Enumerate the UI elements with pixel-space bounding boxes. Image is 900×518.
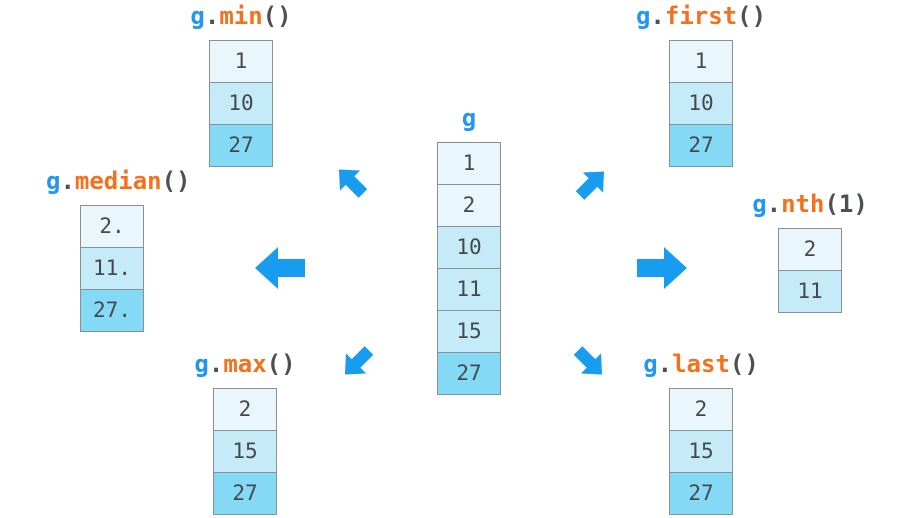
result-column-min: g.min() 1 10 27 <box>175 1 307 167</box>
method-name: first <box>664 2 738 30</box>
cell-value: 11 <box>779 270 841 312</box>
result-column-nth: g.nth(1) 2 11 <box>744 189 876 313</box>
cell-value: 15 <box>214 430 276 472</box>
label-dot: . <box>204 2 220 30</box>
label-dot: . <box>657 350 673 378</box>
arrow-up-right-icon <box>568 160 615 207</box>
source-label: g <box>403 103 535 133</box>
label-dot: . <box>766 190 782 218</box>
groupby-object-name: g <box>643 350 658 378</box>
groupby-object-name: g <box>46 167 61 195</box>
groupby-object-name: g <box>461 104 477 132</box>
cell-value: 27 <box>210 124 272 166</box>
cell-value: 27. <box>81 289 143 331</box>
result-series-cells: 2. 11. 27. <box>80 205 144 332</box>
source-column-g: g 1 2 10 11 15 27 <box>403 103 535 395</box>
cell-value: 10 <box>438 226 500 268</box>
result-column-max: g.max() 2 15 27 <box>179 349 311 515</box>
method-args: () <box>266 350 296 378</box>
cell-value: 15 <box>670 430 732 472</box>
groupby-object-name: g <box>190 2 205 30</box>
source-series-cells: 1 2 10 11 15 27 <box>437 142 501 395</box>
cell-value: 1 <box>210 41 272 82</box>
method-args: () <box>161 167 191 195</box>
method-name: nth <box>781 190 825 218</box>
groupby-object-name: g <box>194 350 209 378</box>
method-name: min <box>219 2 263 30</box>
cell-value: 15 <box>438 310 500 352</box>
result-column-first: g.first() 1 10 27 <box>635 1 767 167</box>
cell-value: 27 <box>670 124 732 166</box>
method-args: () <box>737 2 767 30</box>
method-label-first: g.first() <box>635 1 767 31</box>
result-series-cells: 1 10 27 <box>209 40 273 167</box>
arrow-down-right-icon <box>566 339 613 386</box>
cell-value: 2 <box>214 389 276 430</box>
arrow-up-left-icon <box>327 158 374 205</box>
cell-value: 2 <box>779 229 841 270</box>
cell-value: 2. <box>81 206 143 247</box>
cell-value: 27 <box>438 352 500 394</box>
cell-value: 1 <box>670 41 732 82</box>
method-label-median: g.median() <box>46 166 191 196</box>
cell-value: 1 <box>438 143 500 184</box>
method-label-min: g.min() <box>175 1 307 31</box>
method-label-nth: g.nth(1) <box>744 189 876 219</box>
cell-value: 2 <box>438 184 500 226</box>
method-args: () <box>262 2 292 30</box>
cell-value: 27 <box>214 472 276 514</box>
arrow-down-left-icon <box>333 339 380 386</box>
method-label-last: g.last() <box>635 349 767 379</box>
cell-value: 11 <box>438 268 500 310</box>
label-dot: . <box>60 167 75 195</box>
cell-value: 10 <box>670 82 732 124</box>
arrow-right-icon <box>637 244 687 292</box>
method-name: last <box>672 350 730 378</box>
method-args: (1) <box>824 190 868 218</box>
cell-value: 27 <box>670 472 732 514</box>
result-column-last: g.last() 2 15 27 <box>635 349 767 515</box>
result-column-median: g.median() 2. 11. 27. <box>46 166 191 332</box>
result-series-cells: 2 15 27 <box>213 388 277 515</box>
result-series-cells: 1 10 27 <box>669 40 733 167</box>
cell-value: 10 <box>210 82 272 124</box>
method-name: max <box>223 350 267 378</box>
groupby-object-name: g <box>752 190 767 218</box>
cell-value: 11. <box>81 247 143 289</box>
label-dot: . <box>208 350 224 378</box>
groupby-object-name: g <box>635 2 651 30</box>
method-label-max: g.max() <box>179 349 311 379</box>
result-series-cells: 2 15 27 <box>669 388 733 515</box>
method-name: median <box>74 167 162 195</box>
label-dot: . <box>650 2 665 30</box>
method-args: () <box>729 350 759 378</box>
cell-value: 2 <box>670 389 732 430</box>
result-series-cells: 2 11 <box>778 228 842 313</box>
arrow-left-icon <box>255 244 305 292</box>
